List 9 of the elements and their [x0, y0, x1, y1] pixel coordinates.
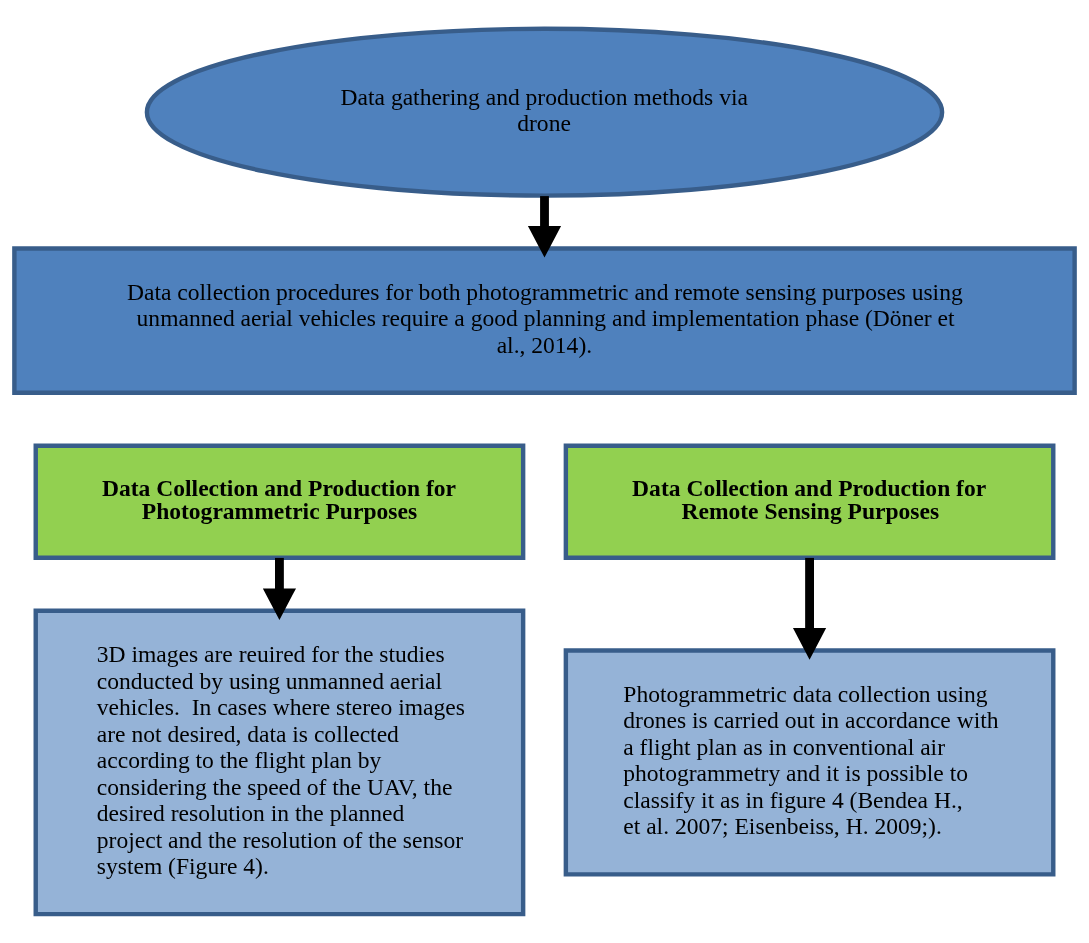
arrow [262, 557, 297, 620]
node-box: Data Collection and Production for Remote Sensing Purposes [563, 443, 1056, 560]
node-box: Photogrammetric data collection using drones is carried out in accordance with a flight plan as in conventional air photogrammetry and it is possible to classify it as in figure 4 (Bendea H., et al. 2007; Eisenbeiss, H. 2009;). [563, 648, 1056, 877]
node-box: Data collection procedures for both photogrammetric and remote sensing purposes using unmanned aerial vehicles require a good planning and implementation phase (Döner et al., 2014). [12, 246, 1077, 396]
arrow [792, 557, 827, 660]
node-box: Data Collection and Production for Photogrammetric Purposes [33, 443, 526, 560]
node-ellipse: Data gathering and production methods via drone [144, 26, 945, 198]
node-box: 3D images are reuired for the studies conducted by using unmanned aerial vehicles. In cases where stereo images are not desired, data is collected according to the flight plan by considering the speed of the UAV, the desired resolution in the planned project and the resolution of the sensor system (Figure 4). [33, 608, 526, 917]
arrow [527, 196, 562, 258]
